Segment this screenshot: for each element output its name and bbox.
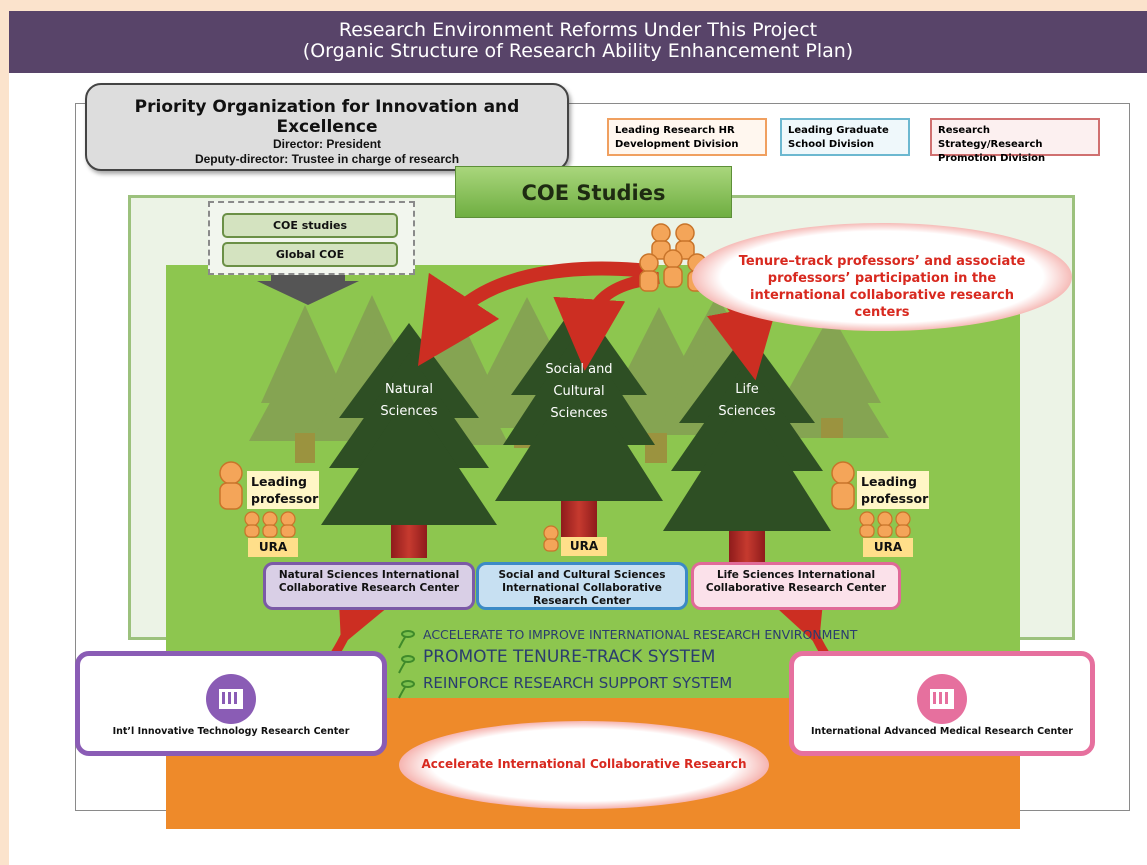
tree-social-icon [495,299,663,550]
diagram-graphics [219,223,911,717]
division-box-strategy: Research Strategy/Research Promotion Div… [930,118,1100,164]
building-icon-innovative [206,674,256,724]
advanced-medical-center: International Advanced Medical Research … [789,651,1095,756]
center-box-social: Social and Cultural Sciences Internation… [476,562,688,610]
tree-label-social: Social and Cultural Sciences [545,362,613,421]
sprout-icon-2 [398,655,415,674]
header-banner: Research Environment Reforms Under This … [9,11,1147,73]
ura-right-label: URA [863,538,913,557]
priority-director: Director: President [272,137,382,151]
diagram-canvas: Priority Organization for Innovation and… [9,73,1147,865]
division-label-hr: Leading Research HR Development Division [615,125,739,150]
leading-professor-right-icon [831,461,855,510]
message-accelerate: ACCELERATE TO IMPROVE INTERNATIONAL RESE… [423,627,858,642]
tree-label-life: Life Sciences [718,382,776,419]
building-icon-medical [917,674,967,724]
division-label-graduate: Leading Graduate School Division [788,125,889,150]
center-label-social: Social and Cultural Sciences Internation… [498,569,666,607]
leading-professor-left-label: Leading professor [247,471,319,509]
ura-right-icon [859,511,911,538]
center-label-natural: Natural Sciences International Collabora… [278,569,460,594]
coe-item-global: Global COE [222,242,398,267]
ura-center-icon [543,525,559,552]
tree-label-natural: Natural Sciences [380,382,438,419]
ura-left-label: URA [248,538,298,557]
priority-organization-box: Priority Organization for Innovation and… [85,83,569,171]
coe-studies-banner: COE Studies [455,166,732,218]
center-box-life: Life Sciences International Collaborativ… [691,562,901,610]
down-arrow-icon [257,275,359,305]
center-label-life: Life Sciences International Collaborativ… [705,569,887,594]
division-box-hr: Leading Research HR Development Division [607,118,767,156]
header-title-line2: (Organic Structure of Research Ability E… [302,40,854,62]
division-label-strategy: Research Strategy/Research Promotion Div… [938,125,1046,164]
sprout-icon-3 [398,680,415,699]
tree-natural-icon [321,323,497,558]
priority-deputy: Deputy-director: Trustee in charge of re… [194,152,460,166]
ura-left-icon [244,511,296,538]
leading-professor-left-icon [219,461,243,510]
leading-professor-right-label: Leading professor [857,471,929,509]
bottom-callout: Accelerate International Collaborative R… [399,721,769,809]
sprout-icon-1 [398,630,415,649]
header-title-line1: Research Environment Reforms Under This … [338,19,818,41]
ura-center-label: URA [561,537,607,556]
division-box-graduate: Leading Graduate School Division [780,118,910,156]
advanced-medical-center-label: International Advanced Medical Research … [811,726,1073,737]
tenure-callout: Tenure–track professors’ and associate p… [692,223,1072,331]
priority-title: Priority Organization for Innovation and… [134,97,520,137]
message-support-system: REINFORCE RESEARCH SUPPORT SYSTEM [423,674,733,692]
coe-item-studies: COE studies [222,213,398,238]
message-tenure-track: PROMOTE TENURE-TRACK SYSTEM [423,647,716,667]
innovative-technology-center: Int’l Innovative Technology Research Cen… [75,651,387,756]
bottom-callout-text: Accelerate International Collaborative R… [421,757,747,771]
innovative-technology-center-label: Int’l Innovative Technology Research Cen… [112,726,350,737]
center-box-natural: Natural Sciences International Collabora… [263,562,475,610]
tenure-callout-text: Tenure–track professors’ and associate p… [738,254,1026,320]
arrow-to-natural [417,261,650,367]
